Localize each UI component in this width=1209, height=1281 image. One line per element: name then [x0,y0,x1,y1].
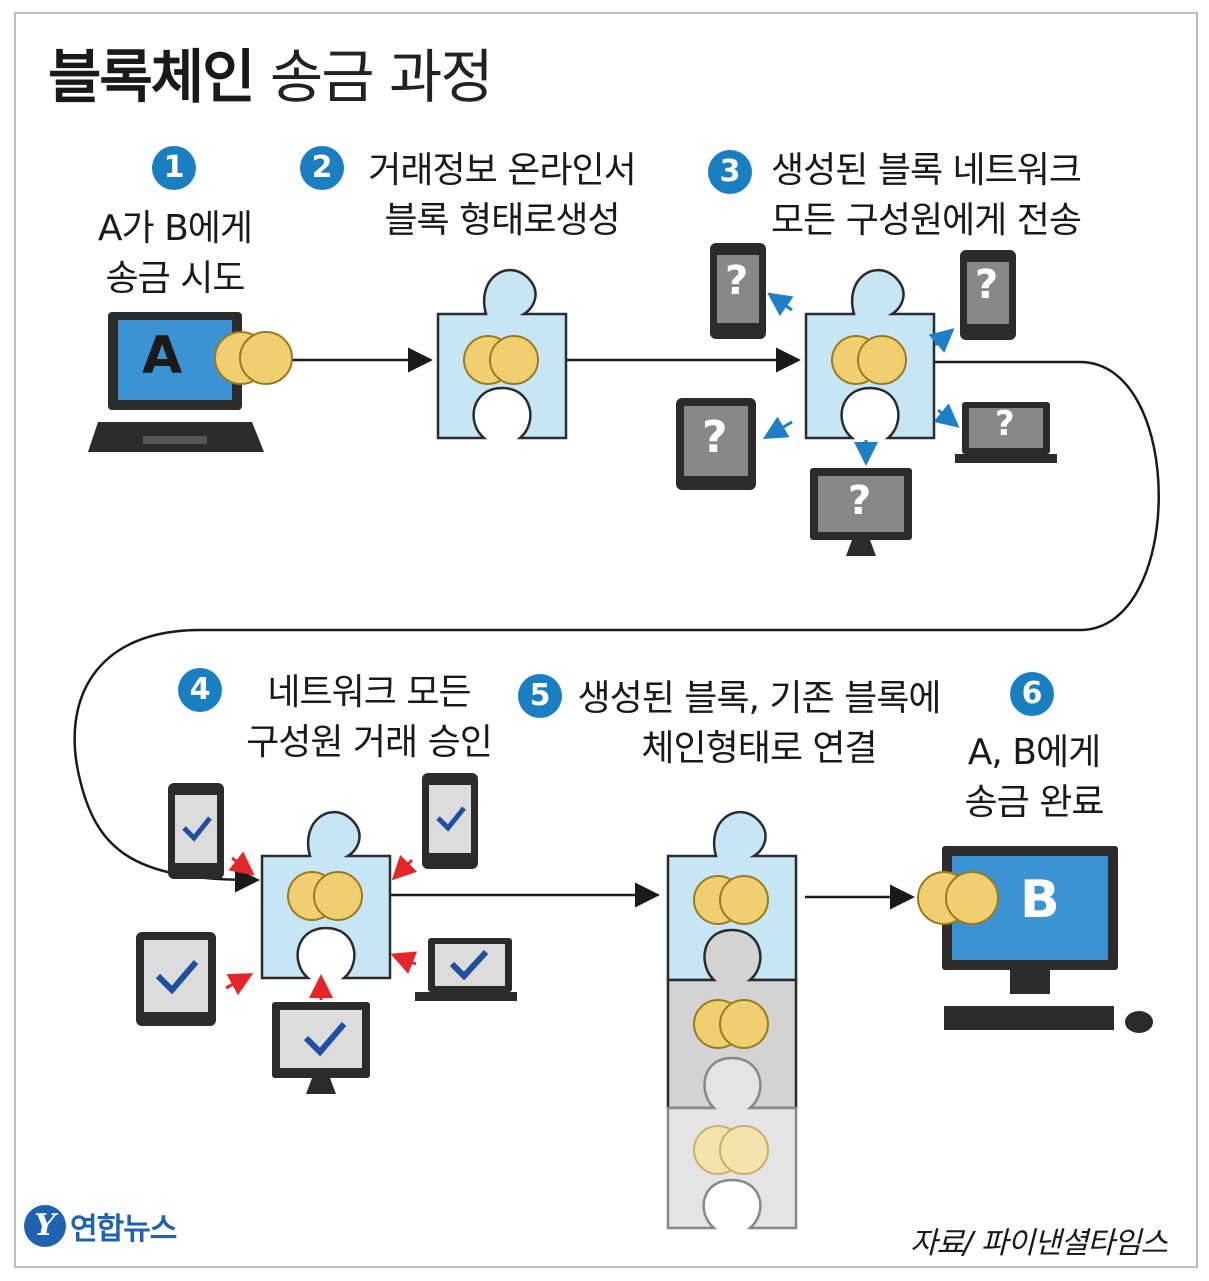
step-4-line-2: 구성원 거래 승인 [246,722,493,763]
title-bold: 블록체인 [48,43,255,111]
approval-arrows [225,851,418,1000]
step-5-line-1: 생성된 블록, 기존 블록에 [577,678,942,719]
step-2-text: 거래정보 온라인서 블록 형태로생성 [352,146,652,246]
step-3-line-1: 생성된 블록 네트워크 [771,150,1082,191]
step-6-line-1: A, B에게 [967,732,1101,773]
laptop-approved-icon [415,938,517,1001]
snake-connector [73,360,1160,893]
step-5-line-2: 체인형태로 연결 [641,728,877,769]
phone-approved-2-icon [422,773,478,869]
phone-unknown-1-icon [710,243,766,339]
step-1-line-2: 송금 시도 [105,258,246,299]
unknown-mark-laptop: ? [995,404,1015,444]
phone-approved-1-icon [168,783,224,879]
step-5-text: 생성된 블록, 기존 블록에 체인형태로 연결 [566,674,952,774]
step-6-line-2: 송금 완료 [964,782,1105,823]
coins-receiver-icon [917,871,999,925]
sender-screen-letter: A [142,326,183,386]
tablet-approved-icon [136,932,216,1026]
block-step4-icon [260,810,392,980]
title-light: 송금 과정 [269,43,494,111]
unknown-mark-tablet: ? [702,412,728,463]
step-4-text: 네트워크 모든 구성원 거래 승인 [234,668,504,768]
block-step3-icon [804,268,936,440]
step-2-line-1: 거래정보 온라인서 [368,150,636,191]
monitor-approved-icon [272,1002,370,1094]
step-3-text: 생성된 블록 네트워크 모든 구성원에게 전송 [756,146,1096,246]
unknown-mark-phone-2: ? [975,262,999,308]
page-title: 블록체인 송금 과정 [48,30,494,114]
laptop-a-icon [88,312,264,452]
step-2-line-2: 블록 형태로생성 [384,200,620,241]
receiver-screen-letter: B [1020,870,1060,930]
unknown-mark-monitor: ? [848,478,872,524]
flow-lines [73,347,1160,910]
source-credit: 자료/ 파이낸셜타임스 [909,1226,1168,1261]
unknown-mark-phone-1: ? [725,258,749,304]
logo-text: 연합뉴스 [70,1212,177,1247]
chain-block-oldest-icon [666,1056,798,1230]
laptop-unknown-icon [955,402,1057,463]
step-3-badge: 3 [708,150,752,194]
phone-unknown-2-icon [960,250,1016,340]
chain-block-existing-icon [666,928,798,1110]
step-5-badge: 5 [518,674,562,718]
step-6-badge: 6 [1010,672,1054,716]
step-1-badge: 1 [152,146,196,190]
tablet-unknown-icon [676,398,756,490]
step-1-line-1: A가 B에게 [97,208,253,249]
diagram-frame [14,12,1198,1268]
chain-block-new-icon [666,810,798,982]
broadcast-arrows [762,292,960,466]
step-4-line-1: 네트워크 모든 [267,672,471,713]
step-3-line-2: 모든 구성원에게 전송 [771,200,1082,241]
block-step2-icon [436,268,568,440]
step-6-text: A, B에게 송금 완료 [944,728,1124,828]
step-4-badge: 4 [178,668,222,712]
publisher-logo: Y 연합뉴스 [24,1204,177,1248]
monitor-unknown-icon [810,468,912,556]
step-2-badge: 2 [300,146,344,190]
step-1-text: A가 B에게 송금 시도 [82,204,268,304]
logo-mark-icon: Y [24,1205,66,1247]
coins-sender-icon [214,331,293,385]
